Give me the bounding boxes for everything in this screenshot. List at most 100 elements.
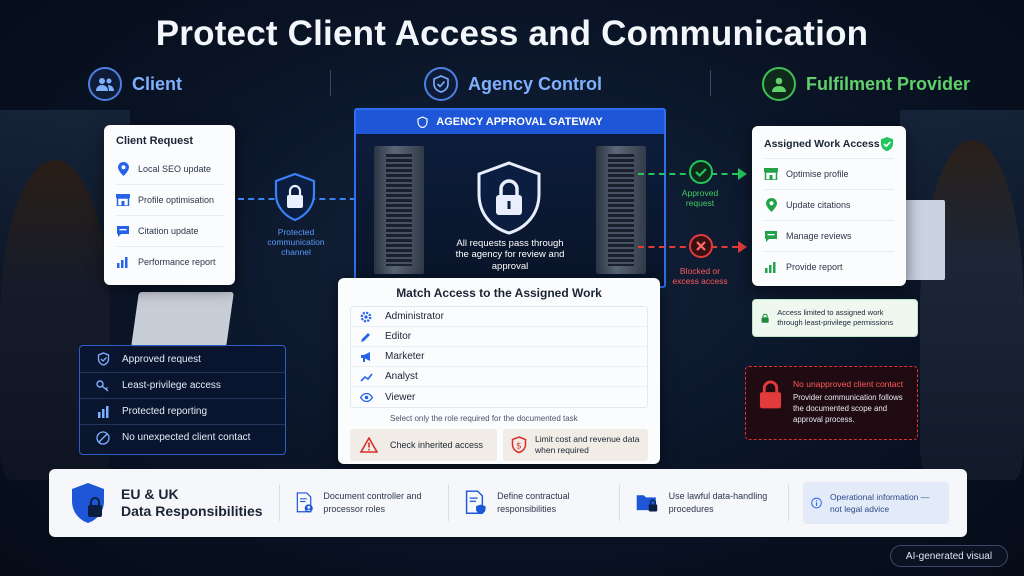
footer-divider	[448, 485, 449, 521]
storefront-icon	[764, 167, 778, 181]
svg-text:$: $	[516, 442, 522, 452]
warning-icon	[360, 437, 378, 453]
footer-item-label: Define contractual responsibilities	[497, 490, 570, 514]
bar-chart-icon	[764, 260, 778, 274]
map-pin-icon	[116, 161, 130, 176]
trend-icon	[359, 370, 373, 384]
assigned-title: Assigned Work Access	[764, 138, 880, 150]
gateway-header: AGENCY APPROVAL GATEWAY	[356, 110, 664, 134]
chat-icon	[116, 224, 130, 238]
chat-icon	[764, 229, 778, 243]
role-item[interactable]: Administrator	[351, 307, 647, 327]
shield-check-icon	[96, 352, 110, 366]
role-item[interactable]: Analyst	[351, 367, 647, 387]
folder-lock-icon	[636, 495, 658, 512]
no-phone-icon	[96, 430, 110, 445]
control-item: No unexpected client contact	[80, 424, 285, 450]
no-contact-title: No unapproved client contact	[793, 379, 904, 389]
approved-line	[638, 173, 738, 175]
padlock-shield-icon	[474, 160, 544, 241]
no-contact-panel: No unapproved client contact Provider co…	[745, 366, 918, 440]
list-item: Update citations	[764, 189, 894, 220]
channel-label: Protected communication channel	[267, 227, 325, 258]
list-item: Optimise profile	[764, 158, 894, 189]
megaphone-icon	[359, 350, 373, 364]
list-item-label: Local SEO update	[138, 163, 212, 174]
monitor-figure	[905, 200, 945, 280]
footer-divider	[788, 485, 789, 521]
padlock-icon	[761, 313, 769, 323]
key-icon	[96, 379, 110, 393]
role-label: Analyst	[385, 371, 418, 382]
role-item[interactable]: Marketer	[351, 347, 647, 367]
roles-card: Match Access to the Assigned Work Admini…	[338, 278, 660, 464]
footer-item: Define contractual responsibilities	[449, 487, 619, 519]
shield-check-icon	[881, 137, 893, 151]
role-label: Viewer	[385, 391, 416, 403]
shield-icon	[417, 116, 428, 128]
control-label: Least-privilege access	[122, 380, 221, 391]
control-label: Approved request	[122, 353, 201, 365]
gateway-title: AGENCY APPROVAL GATEWAY	[436, 116, 603, 128]
role-item[interactable]: Editor	[351, 327, 647, 347]
assigned-work-card: Assigned Work Access Optimise profile Up…	[752, 126, 906, 286]
laptop-figure	[131, 292, 234, 347]
shield-lock-icon	[72, 483, 104, 523]
list-item-label: Manage reviews	[786, 231, 852, 241]
approved-label: Approved request	[681, 188, 719, 209]
footer-heading-line2: Data Responsibilities	[121, 503, 263, 519]
badge-label: AI-generated visual	[905, 550, 993, 562]
padlock-icon	[759, 380, 782, 409]
header-divider	[710, 70, 711, 96]
bar-chart-icon	[116, 255, 130, 269]
check-circle-icon	[689, 160, 713, 189]
data-responsibilities-footer: EU & UK Data Responsibilities Document c…	[49, 469, 967, 537]
gear-icon	[359, 310, 373, 324]
list-item: Provide report	[764, 251, 894, 282]
footer-item: Document controller and processor roles	[280, 487, 448, 519]
pencil-icon	[359, 330, 373, 344]
shield-check-icon	[424, 67, 458, 101]
roles-note: Select only the role required for the do…	[390, 414, 578, 423]
gateway-description: All requests pass through the agency for…	[455, 238, 565, 272]
client-column-header: Client	[88, 64, 182, 104]
map-pin-icon	[764, 198, 778, 212]
roles-title: Match Access to the Assigned Work	[396, 286, 602, 300]
control-item: Least-privilege access	[80, 372, 285, 398]
footer-divider	[619, 485, 620, 521]
agency-approval-gateway: AGENCY APPROVAL GATEWAY All requests pas…	[354, 108, 666, 288]
no-contact-text: Provider communication follows the docum…	[793, 393, 903, 424]
document-person-icon	[296, 492, 313, 513]
shield-dollar-icon: $	[511, 436, 527, 454]
list-item-label: Provide report	[786, 262, 843, 272]
access-limited-text: Access limited to assigned work through …	[777, 307, 894, 327]
legal-note: Operational information — not legal advi…	[803, 482, 949, 524]
x-circle-icon	[689, 234, 713, 263]
agency-column-label: Agency Control	[468, 73, 603, 94]
legal-note-text: Operational information — not legal advi…	[830, 491, 930, 514]
blocked-line	[638, 246, 738, 248]
access-limited-note: Access limited to assigned work through …	[752, 299, 918, 337]
list-item-label: Performance report	[138, 257, 216, 267]
list-item-label: Optimise profile	[786, 169, 849, 179]
role-item[interactable]: Viewer	[351, 387, 647, 407]
info-icon	[811, 497, 822, 509]
control-label: No unexpected client contact	[122, 432, 251, 443]
role-label: Marketer	[385, 351, 425, 362]
server-rack-left	[374, 146, 424, 274]
list-item: Performance report	[116, 246, 223, 277]
document-shield-icon	[465, 490, 486, 515]
provider-column-header: Fulfilment Provider	[762, 64, 970, 104]
storefront-icon	[116, 193, 130, 207]
client-column-label: Client	[132, 73, 183, 94]
person-icon	[762, 67, 796, 101]
page-title: Protect Client Access and Communication	[155, 14, 869, 53]
footer-item: Use lawful data-handling procedures	[620, 489, 788, 517]
header-divider	[330, 70, 331, 96]
inherited-access-warning: Check inherited access	[350, 429, 497, 461]
agency-column-header: Agency Control	[424, 64, 602, 104]
cost-label: Limit cost and revenue data when require…	[535, 433, 640, 455]
provider-person-figure	[920, 140, 1024, 480]
cost-data-note: $ Limit cost and revenue data when requi…	[503, 429, 648, 461]
approved-arrowhead	[738, 168, 747, 180]
